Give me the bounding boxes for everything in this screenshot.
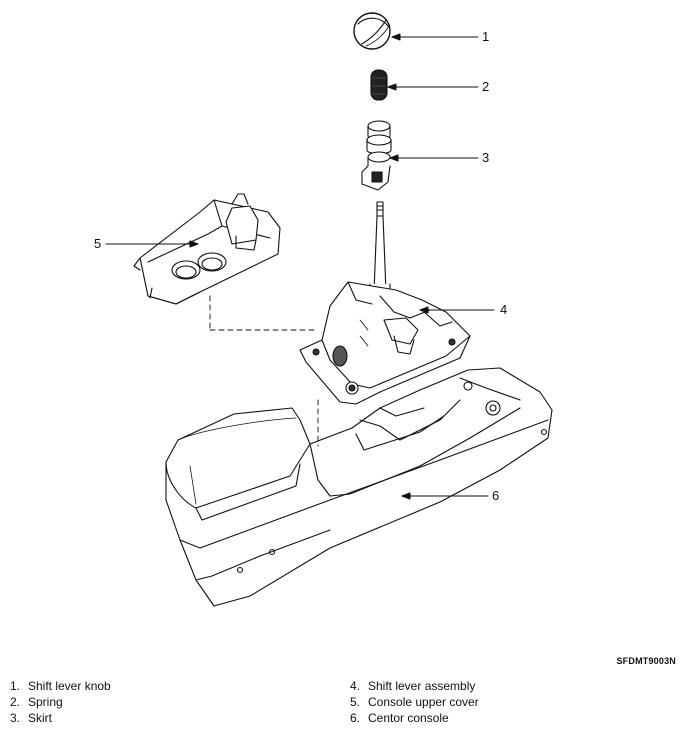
callout-3: 3 [482, 150, 490, 165]
shift-lever-rod [369, 201, 391, 301]
legend-right: 4.Shift lever assembly 5.Console upper c… [350, 678, 479, 726]
legend-left: 1.Shift lever knob 2.Spring 3.Skirt [10, 678, 111, 726]
callout-4: 4 [500, 302, 508, 317]
legend-item: 1.Shift lever knob [10, 679, 111, 693]
console-upper-cover [133, 193, 281, 305]
spring [370, 69, 388, 101]
skirt [361, 120, 392, 191]
leader-arrows [105, 33, 495, 500]
callout-1: 1 [482, 29, 490, 44]
legend-item: 4.Shift lever assembly [350, 679, 476, 693]
legend-item: 6.Centor console [350, 711, 449, 725]
callout-6: 6 [492, 488, 500, 503]
center-console [165, 367, 553, 607]
legend-item: 5.Console upper cover [350, 695, 479, 709]
legend-item: 2.Spring [10, 695, 63, 709]
callout-2: 2 [482, 79, 490, 94]
legend-item: 3.Skirt [10, 711, 52, 725]
exploded-parts-diagram [105, 12, 553, 607]
shift-lever-knob [353, 12, 391, 50]
callout-5: 5 [94, 236, 102, 251]
figure-code: SFDMT9003N [616, 656, 676, 666]
alignment-lines [209, 295, 319, 447]
